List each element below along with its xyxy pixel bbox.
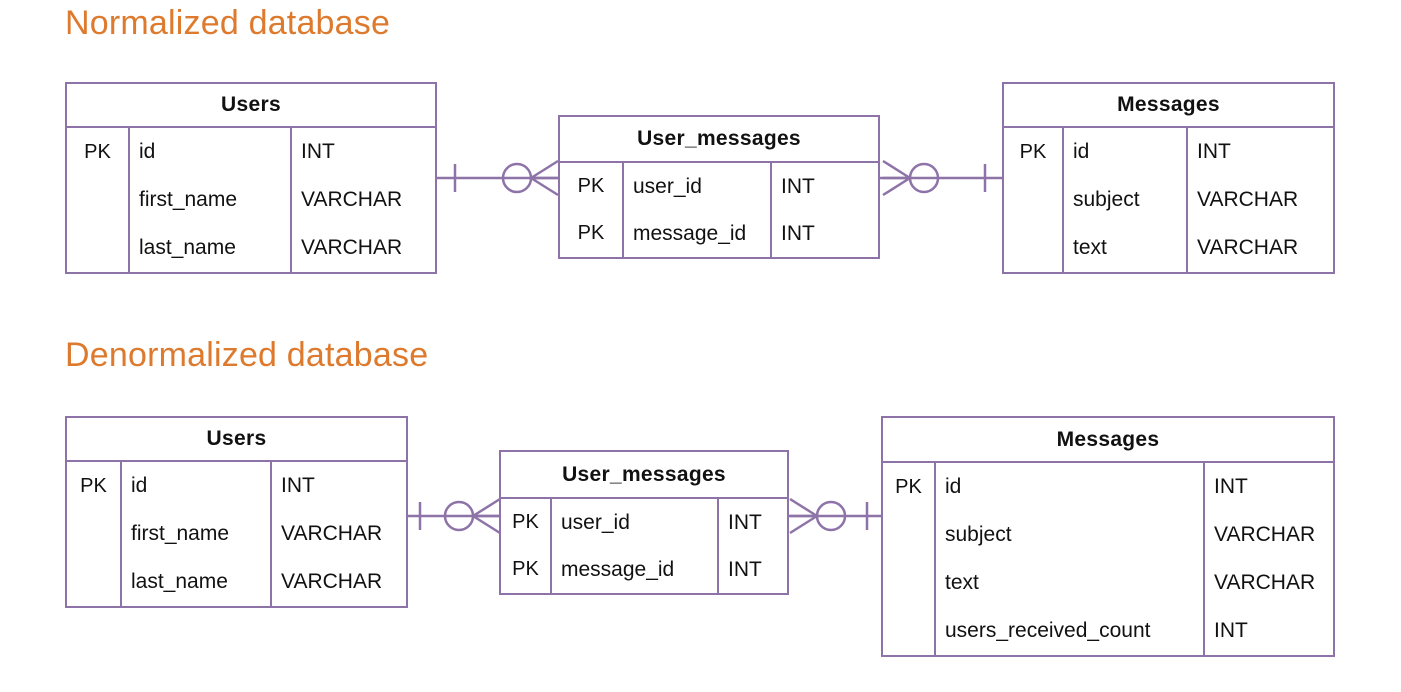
entity-messages-denormalized: Messages PK id subject text users_receiv…	[881, 416, 1335, 657]
column-pk: PK	[67, 462, 122, 606]
section-title-normalized: Normalized database	[65, 4, 391, 42]
column-field-types: INT VARCHAR VARCHAR	[1188, 128, 1333, 272]
entity-title: User_messages	[501, 452, 787, 499]
entity-title: Users	[67, 418, 406, 462]
relationship-usermessages-to-messages-normalized	[880, 159, 1002, 197]
pk-flag	[883, 607, 934, 655]
relationship-users-to-usermessages-normalized	[437, 159, 559, 197]
field-type: INT	[728, 557, 762, 581]
entity-messages-normalized: Messages PK id subject text INT VARCHAR …	[1002, 82, 1335, 274]
field-name: id	[131, 474, 148, 497]
field-name: id	[945, 475, 962, 498]
field-name: subject	[945, 523, 1012, 546]
field-type: VARCHAR	[301, 236, 403, 259]
column-pk: PK	[883, 463, 936, 655]
field-name: user_id	[561, 510, 630, 534]
field-type: INT	[1214, 619, 1248, 642]
field-name: last_name	[131, 570, 228, 593]
entity-title: Messages	[883, 418, 1333, 463]
pk-flag: PK	[512, 558, 539, 580]
entity-body: PK id first_name last_name INT VARCHAR V…	[67, 128, 435, 272]
field-type: INT	[1197, 140, 1231, 163]
entity-body: PK id first_name last_name INT VARCHAR V…	[67, 462, 406, 606]
column-field-names: id first_name last_name	[130, 128, 292, 272]
field-type: INT	[301, 140, 335, 163]
field-name: message_id	[561, 557, 675, 581]
field-name: last_name	[139, 236, 236, 259]
pk-flag	[883, 559, 934, 607]
entity-users-normalized: Users PK id first_name last_name INT VAR…	[65, 82, 437, 274]
entity-body: PK id subject text users_received_count …	[883, 463, 1333, 655]
column-pk: PK PK	[501, 499, 552, 593]
field-name: user_id	[633, 174, 702, 198]
entity-title: Messages	[1004, 84, 1333, 128]
column-field-types: INT INT	[719, 499, 787, 593]
field-type: VARCHAR	[281, 570, 383, 593]
pk-flag: PK	[895, 475, 922, 498]
field-name: users_received_count	[945, 619, 1151, 642]
entity-title: User_messages	[560, 117, 878, 163]
pk-flag	[883, 511, 934, 559]
pk-flag	[1004, 176, 1062, 224]
column-field-names: id first_name last_name	[122, 462, 272, 606]
pk-flag	[67, 510, 120, 558]
column-field-types: INT VARCHAR VARCHAR	[292, 128, 435, 272]
modality-zero-circle	[908, 162, 940, 194]
column-pk: PK PK	[560, 163, 624, 257]
field-name: id	[139, 140, 156, 163]
column-field-names: id subject text	[1064, 128, 1188, 272]
field-type: INT	[781, 174, 815, 198]
column-field-names: user_id message_id	[624, 163, 772, 257]
pk-flag	[1004, 224, 1062, 272]
field-type: VARCHAR	[1197, 236, 1299, 259]
field-name: subject	[1073, 188, 1140, 211]
pk-flag: PK	[80, 474, 107, 497]
pk-flag: PK	[577, 222, 605, 244]
pk-flag: PK	[84, 140, 111, 163]
field-type: VARCHAR	[1197, 188, 1299, 211]
pk-flag	[67, 176, 128, 224]
field-name: first_name	[131, 522, 230, 545]
column-field-names: user_id message_id	[552, 499, 719, 593]
section-title-denormalized: Denormalized database	[65, 336, 429, 374]
entity-user-messages-normalized: User_messages PK PK user_id message_id I…	[558, 115, 880, 259]
pk-flag: PK	[1019, 140, 1047, 163]
entity-body: PK PK user_id message_id INT INT	[501, 499, 787, 593]
field-name: text	[945, 571, 979, 594]
field-name: text	[1073, 236, 1107, 259]
entity-users-denormalized: Users PK id first_name last_name INT VAR…	[65, 416, 408, 608]
field-name: id	[1073, 140, 1090, 163]
field-name: first_name	[139, 188, 238, 211]
crowsfoot-many	[472, 497, 501, 535]
field-type: VARCHAR	[281, 522, 383, 545]
pk-flag: PK	[512, 511, 539, 533]
entity-title: Users	[67, 84, 435, 128]
field-type: INT	[728, 510, 762, 534]
field-name: message_id	[633, 221, 747, 245]
crowsfoot-many	[789, 497, 818, 535]
pk-flag: PK	[577, 175, 605, 197]
crowsfoot-many	[882, 159, 911, 197]
field-type: INT	[781, 221, 815, 245]
column-field-types: INT VARCHAR VARCHAR INT	[1205, 463, 1333, 655]
column-field-names: id subject text users_received_count	[936, 463, 1205, 655]
relationship-users-to-usermessages-denormalized	[408, 497, 501, 535]
field-type: INT	[1214, 475, 1248, 498]
relationship-usermessages-to-messages-denormalized	[789, 497, 881, 535]
column-pk: PK	[1004, 128, 1064, 272]
column-pk: PK	[67, 128, 130, 272]
column-field-types: INT INT	[772, 163, 878, 257]
entity-body: PK PK user_id message_id INT INT	[560, 163, 878, 257]
field-type: VARCHAR	[1214, 523, 1316, 546]
entity-body: PK id subject text INT VARCHAR VARCHAR	[1004, 128, 1333, 272]
crowsfoot-many	[530, 159, 559, 197]
modality-zero-circle	[815, 500, 847, 532]
field-type: VARCHAR	[1214, 571, 1316, 594]
pk-flag	[67, 224, 128, 272]
pk-flag	[67, 558, 120, 606]
column-field-types: INT VARCHAR VARCHAR	[272, 462, 406, 606]
field-type: INT	[281, 474, 315, 497]
entity-user-messages-denormalized: User_messages PK PK user_id message_id I…	[499, 450, 789, 595]
field-type: VARCHAR	[301, 188, 403, 211]
